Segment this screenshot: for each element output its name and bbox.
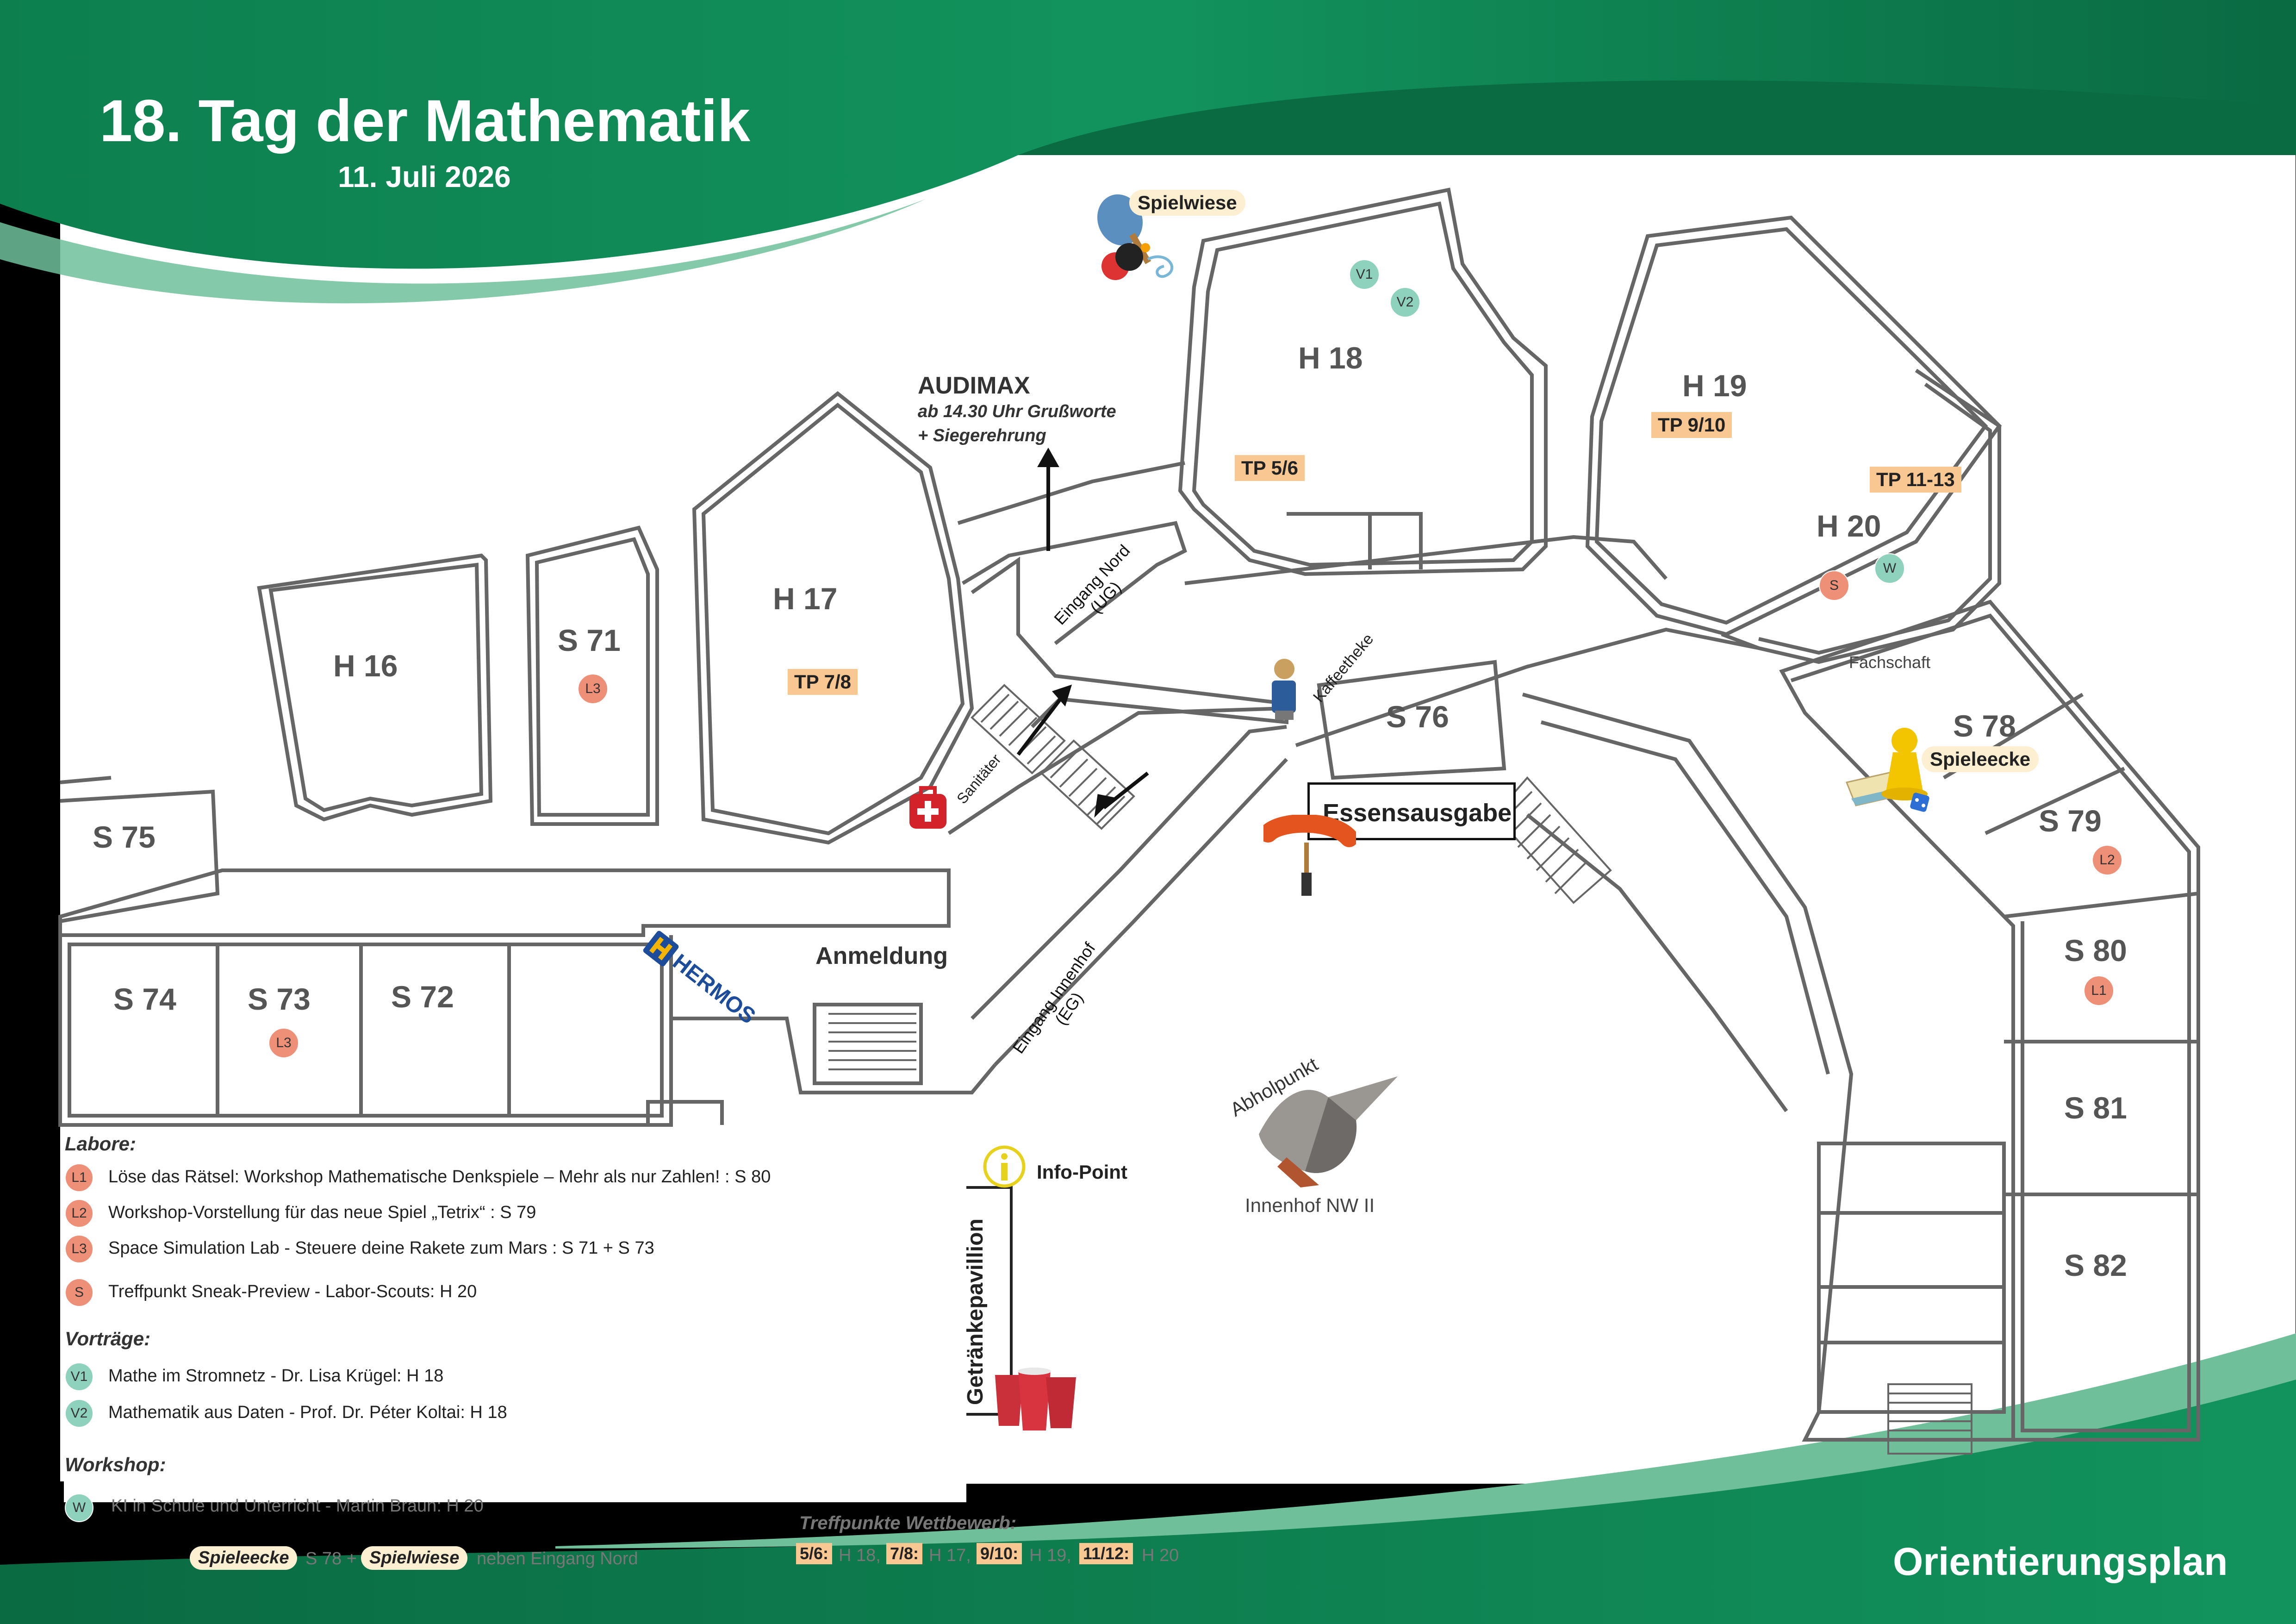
legend-talks-1-text: Mathematik aus Daten - Prof. Dr. Péter K… xyxy=(108,1403,507,1422)
registration-label: Anmeldung xyxy=(815,943,948,969)
meeting-points-heading: Treffpunkte Wettbewerb: xyxy=(799,1513,1016,1533)
legend-labs-1-code: L2 xyxy=(65,1199,93,1228)
meeting-point-room-3: H 20 xyxy=(1142,1546,1179,1565)
sausage-icon xyxy=(1259,814,1358,903)
room-h17: H 17 xyxy=(773,581,838,616)
coffee-bar-icon xyxy=(1263,655,1305,725)
food-counter-label: Essensausgabe xyxy=(1323,799,1512,827)
room-s76: S 76 xyxy=(1386,700,1449,734)
meeting-point-room-1: H 17, xyxy=(929,1546,971,1565)
legend-talks-1-code: V2 xyxy=(65,1399,93,1428)
playground-label: Spielwiese xyxy=(1129,190,1245,216)
legend-talks-heading: Vorträge: xyxy=(65,1328,151,1349)
footer-title: Orientierungsplan xyxy=(1893,1540,2228,1583)
room-h16: H 16 xyxy=(333,649,398,683)
room-s80: S 80 xyxy=(2064,933,2127,968)
meeting-point-room-0: H 18, xyxy=(839,1546,881,1565)
legend-games-tail: neben Eingang Nord xyxy=(477,1549,638,1568)
legend-labs-1-text: Workshop-Vorstellung für das neue Spiel … xyxy=(108,1203,536,1222)
marker-v1-h18: V1 xyxy=(1349,259,1380,290)
legend-workshop-0-text: KI in Schule und Unterricht - Martin Bra… xyxy=(111,1496,484,1516)
game-corner-label: Spieleecke xyxy=(1922,746,2039,772)
marker-l1-s80: L1 xyxy=(2084,975,2114,1006)
meeting-point-tag-1: 7/8: xyxy=(886,1543,923,1564)
marker-w-h20: W xyxy=(1874,553,1905,584)
audimax-note-2: + Siegerehrung xyxy=(918,426,1046,445)
tp-tag-h18: TP 5/6 xyxy=(1235,455,1305,481)
room-s75: S 75 xyxy=(93,820,156,854)
legend-labs-2-code: L3 xyxy=(65,1235,93,1263)
event-date: 11. Juli 2026 xyxy=(338,160,511,194)
game-corner-icon xyxy=(1842,718,1944,819)
room-h18: H 18 xyxy=(1298,341,1363,375)
legend-games-pill-1: Spieleecke xyxy=(190,1546,298,1570)
meeting-point-tag-2: 9/10: xyxy=(977,1543,1022,1564)
meeting-point-room-2: H 19, xyxy=(1029,1546,1071,1565)
legend-labs-3-text: Treffpunkt Sneak-Preview - Labor-Scouts:… xyxy=(108,1282,477,1301)
audimax-note-1: ab 14.30 Uhr Grußworte xyxy=(918,402,1116,421)
legend-workshop-heading: Workshop: xyxy=(65,1454,166,1475)
marker-l3-s73: L3 xyxy=(268,1028,299,1058)
legend-labs-3-code: S xyxy=(65,1278,93,1307)
marker-v2-h18: V2 xyxy=(1390,287,1420,318)
drinks-pavilion-label: Getränkepavillion xyxy=(963,1218,988,1405)
meeting-point-tag-0: 5/6: xyxy=(796,1543,833,1564)
legend-workshop-0-code: W xyxy=(65,1493,93,1522)
legend-talks-0-text: Mathe im Stromnetz - Dr. Lisa Krügel: H … xyxy=(108,1366,444,1386)
room-h19: H 19 xyxy=(1682,369,1747,403)
courtyard-label: Innenhof NW II xyxy=(1245,1194,1375,1216)
sculpture-icon xyxy=(1250,1069,1407,1190)
legend-labs-heading: Labore: xyxy=(65,1133,137,1155)
legend-games-mid: S 78 + xyxy=(305,1549,357,1568)
marker-l2-s79: L2 xyxy=(2092,845,2122,875)
legend-labs-0-text: Löse das Rätsel: Workshop Mathematische … xyxy=(108,1167,771,1187)
tp-tag-h19: TP 9/10 xyxy=(1651,412,1732,438)
legend: Labore: L1 Löse das Rätsel: Workshop Mat… xyxy=(64,1127,966,1502)
marker-l3-s71: L3 xyxy=(578,674,608,704)
room-s73: S 73 xyxy=(248,982,311,1016)
room-s74: S 74 xyxy=(113,982,176,1016)
room-s72: S 72 xyxy=(391,980,454,1014)
drinks-cups-icon xyxy=(986,1361,1083,1440)
tp-tag-h20: TP 11-13 xyxy=(1870,467,1961,493)
page-title: 18. Tag der Mathematik xyxy=(100,88,751,154)
first-aid-icon xyxy=(907,782,949,833)
student-council-label: Fachschaft xyxy=(1849,653,1931,672)
audimax-label: AUDIMAX xyxy=(918,372,1030,399)
info-point-label: Info-Point xyxy=(1037,1161,1127,1183)
room-h20: H 20 xyxy=(1817,509,1881,543)
room-s79: S 79 xyxy=(2039,804,2102,838)
room-s82: S 82 xyxy=(2064,1248,2127,1282)
info-icon xyxy=(981,1143,1027,1190)
room-s78: S 78 xyxy=(1953,709,2016,743)
meeting-point-tag-3: 11/12: xyxy=(1079,1543,1133,1564)
legend-labs-2-text: Space Simulation Lab - Steuere deine Rak… xyxy=(108,1238,654,1258)
meeting-points-row: 5/6: H 18, 7/8: H 17, 9/10: H 19, 11/12:… xyxy=(796,1543,1213,1570)
tp-tag-h17: TP 7/8 xyxy=(788,669,858,695)
legend-talks-0-code: V1 xyxy=(65,1362,93,1391)
marker-s-h20: S xyxy=(1819,570,1849,601)
room-s71: S 71 xyxy=(558,623,621,657)
room-s81: S 81 xyxy=(2064,1091,2127,1125)
legend-labs-0-code: L1 xyxy=(65,1163,93,1192)
legend-games-pill-2: Spielwiese xyxy=(361,1546,468,1570)
hermos-logo: HERMOS xyxy=(624,927,760,1049)
